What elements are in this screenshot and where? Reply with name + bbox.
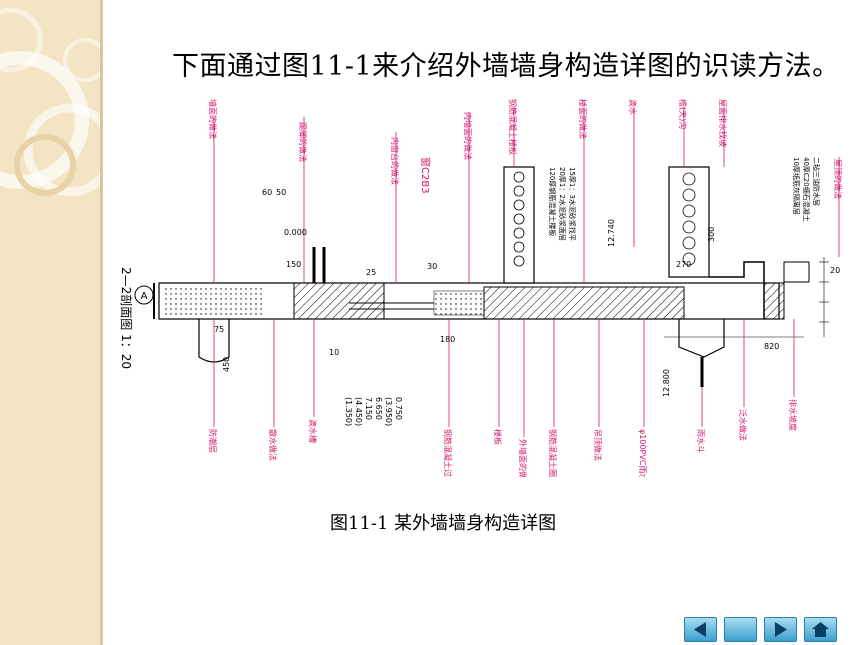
svg-text:50: 50 (276, 188, 286, 197)
blank-button[interactable] (724, 617, 757, 642)
svg-text:40厚C20细石混凝土: 40厚C20细石混凝土 (802, 157, 811, 222)
svg-text:180: 180 (440, 335, 455, 344)
section-title: 2—2剖面图 1：20 (119, 267, 133, 369)
arrow-right-icon (775, 622, 787, 637)
dimension-texts: 60 50 150 0.000 25 30 180 10 75 450 12.7… (214, 188, 840, 397)
label-ceiling: 吊顶做法 (593, 429, 603, 461)
svg-text:6.650: 6.650 (374, 397, 383, 420)
svg-text:12.740: 12.740 (607, 219, 616, 247)
downspout-head (678, 319, 725, 358)
svg-text:30: 30 (427, 262, 437, 271)
label-ring-beam: 钢筋混凝土圈梁 (548, 429, 558, 477)
label-damp-proof: 防潮层 (208, 429, 218, 453)
svg-text:270: 270 (676, 260, 691, 269)
construction-notes: 40厚C20细石混凝土 10厚纸筋灰隔离层 二毡三油防水层 20厚1：2水泥砂浆… (548, 157, 821, 241)
lintel-dots (433, 290, 485, 316)
label-drip: 滴水 (628, 99, 638, 115)
label-interior-wall: 内墙面的做法 (463, 112, 473, 160)
decorative-rings-icon (0, 7, 100, 197)
home-button[interactable] (804, 617, 837, 642)
svg-text:150: 150 (286, 260, 301, 269)
svg-text:10厚纸筋灰隔离层: 10厚纸筋灰隔离层 (792, 157, 801, 215)
svg-text:75: 75 (214, 325, 224, 334)
label-flashing: 泛水做法 (738, 409, 748, 441)
svg-text:(4.450): (4.450) (354, 397, 363, 426)
label-rc-slab: 钢筋混凝土楼板 (508, 99, 518, 155)
slide-title: 下面通过图11-1来介绍外墙墙身构造详图的识读方法。 (172, 51, 840, 82)
svg-text:300: 300 (707, 227, 716, 242)
label-lintel: 钢筋混凝土过梁 (443, 429, 453, 477)
svg-text:12.800: 12.800 (662, 369, 671, 397)
label-roof-slope: 屋面排水找坡 (718, 99, 728, 147)
top-leaders (213, 107, 840, 283)
label-wall-finish: 墙面的做法 (208, 99, 218, 139)
ring-beam-hatch (293, 282, 385, 320)
label-drain-slope: 排水坡度 (788, 399, 798, 431)
svg-text:10: 10 (329, 348, 339, 357)
elevation-texts: 7.150 (4.450) (1.350) 6.650 (3.950) 0.75… (344, 397, 403, 426)
gutter-outline (709, 261, 765, 319)
svg-text:0.000: 0.000 (284, 228, 307, 237)
slab-hatch (483, 286, 685, 320)
svg-text:820: 820 (764, 342, 779, 351)
label-sill: 内窗台的做法 (390, 137, 400, 185)
label-apron: 散水做法 (268, 429, 278, 461)
figure-caption: 图11-1 某外墙墙身构造详图 (330, 513, 557, 534)
home-icon (812, 622, 829, 637)
callout-label: A (141, 291, 148, 302)
window-label: 窗C2B3 (419, 157, 432, 194)
label-pvc-pipe: φ100PVC雨水管 (638, 429, 648, 477)
prev-button[interactable] (684, 617, 717, 642)
concrete-dots (164, 287, 264, 315)
callout-circle (134, 285, 154, 305)
label-rain-hopper: 雨水斗 (696, 429, 706, 453)
svg-text:20厚1：2水泥砂浆面层: 20厚1：2水泥砂浆面层 (558, 167, 567, 241)
svg-text:120厚钢筋混凝土楼板: 120厚钢筋混凝土楼板 (548, 167, 557, 236)
svg-text:20: 20 (830, 266, 840, 275)
svg-text:7.150: 7.150 (364, 397, 373, 420)
svg-text:二毡三油防水层: 二毡三油防水层 (812, 157, 821, 206)
top-labels: 墙面的做法 踢脚的做法 内窗台的做法 内墙面的做法 钢筋混凝土楼板 楼面的做法 … (208, 99, 843, 199)
arrow-left-icon (694, 622, 706, 637)
label-roof: 屋顶的做法 (833, 159, 843, 199)
svg-text:15厚1：3水泥砂浆找平: 15厚1：3水泥砂浆找平 (568, 167, 577, 241)
wall-section-drawing: A 2—2剖面图 1：20 窗C2B3 墙面的做法 踢脚的做法 内窗台的做法 内… (119, 99, 843, 477)
svg-text:0.750: 0.750 (394, 397, 403, 420)
decorative-side-panel (0, 0, 103, 645)
label-drip-groove: 滴水槽 (308, 419, 318, 443)
label-slab: 楼板 (493, 429, 503, 445)
svg-text:(1.350): (1.350) (344, 397, 353, 426)
label-exterior-wall: 外墙面的做法 (518, 439, 528, 477)
label-skirting: 踢脚的做法 (298, 122, 308, 162)
svg-text:450: 450 (222, 357, 231, 372)
svg-text:25: 25 (366, 268, 376, 277)
bottom-labels: 防潮层 散水做法 滴水槽 钢筋混凝土过梁 楼板 外墙面的做法 钢筋混凝土圈梁 吊… (208, 399, 798, 477)
bottom-leaders (213, 319, 795, 437)
svg-text:(3.950): (3.950) (384, 397, 393, 426)
next-button[interactable] (764, 617, 797, 642)
label-gutter: 檐(天)沟 (678, 99, 688, 129)
svg-text:60: 60 (262, 188, 272, 197)
label-floor: 楼面的做法 (578, 99, 588, 139)
